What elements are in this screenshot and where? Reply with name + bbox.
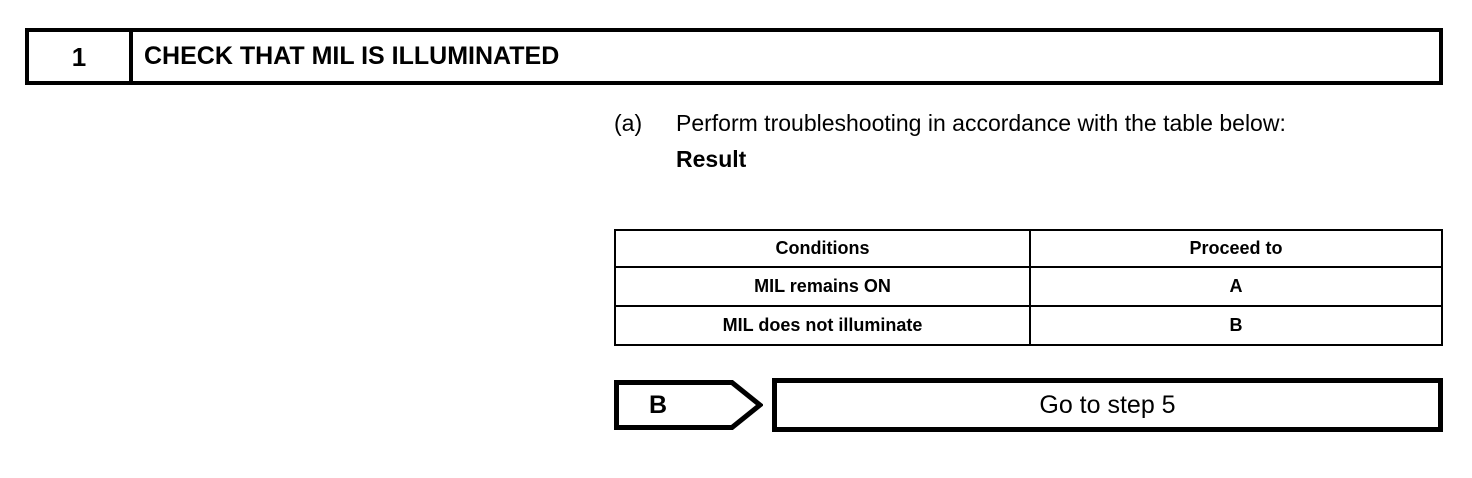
step-title-cell: CHECK THAT MIL IS ILLUMINATED xyxy=(133,32,1439,81)
instruction-body: Perform troubleshooting in accordance wi… xyxy=(676,106,1444,177)
branch-label: B xyxy=(648,391,668,419)
cell-proceed-to: A xyxy=(1029,266,1443,307)
step-number-cell: 1 xyxy=(29,32,133,81)
result-table-wrapper: Conditions Proceed to MIL remains ON A M… xyxy=(614,229,1443,346)
instruction-block: (a) Perform troubleshooting in accordanc… xyxy=(614,106,1444,177)
flow-target-label: Go to step 5 xyxy=(1039,390,1176,419)
flow-target-box: Go to step 5 xyxy=(772,378,1443,432)
pentagon-arrow-icon xyxy=(614,380,763,430)
instruction-row: (a) Perform troubleshooting in accordanc… xyxy=(614,106,1444,177)
branch-pentagon: B xyxy=(614,380,763,430)
cell-condition: MIL remains ON xyxy=(614,266,1031,307)
table-row: MIL does not illuminate B xyxy=(614,305,1443,346)
step-header-bar: 1 CHECK THAT MIL IS ILLUMINATED xyxy=(25,28,1443,85)
column-header-conditions: Conditions xyxy=(614,229,1031,268)
cell-proceed-to: B xyxy=(1029,305,1443,346)
result-table: Conditions Proceed to MIL remains ON A M… xyxy=(614,229,1443,346)
instruction-subheading: Result xyxy=(676,146,747,172)
step-title: CHECK THAT MIL IS ILLUMINATED xyxy=(144,42,560,70)
instruction-marker: (a) xyxy=(614,110,643,136)
instruction-text: Perform troubleshooting in accordance wi… xyxy=(676,110,1286,136)
cell-condition: MIL does not illuminate xyxy=(614,305,1031,346)
table-row: MIL remains ON A xyxy=(614,266,1443,307)
column-header-proceed-to: Proceed to xyxy=(1029,229,1443,268)
step-number: 1 xyxy=(71,41,87,72)
table-header-row: Conditions Proceed to xyxy=(614,229,1443,268)
